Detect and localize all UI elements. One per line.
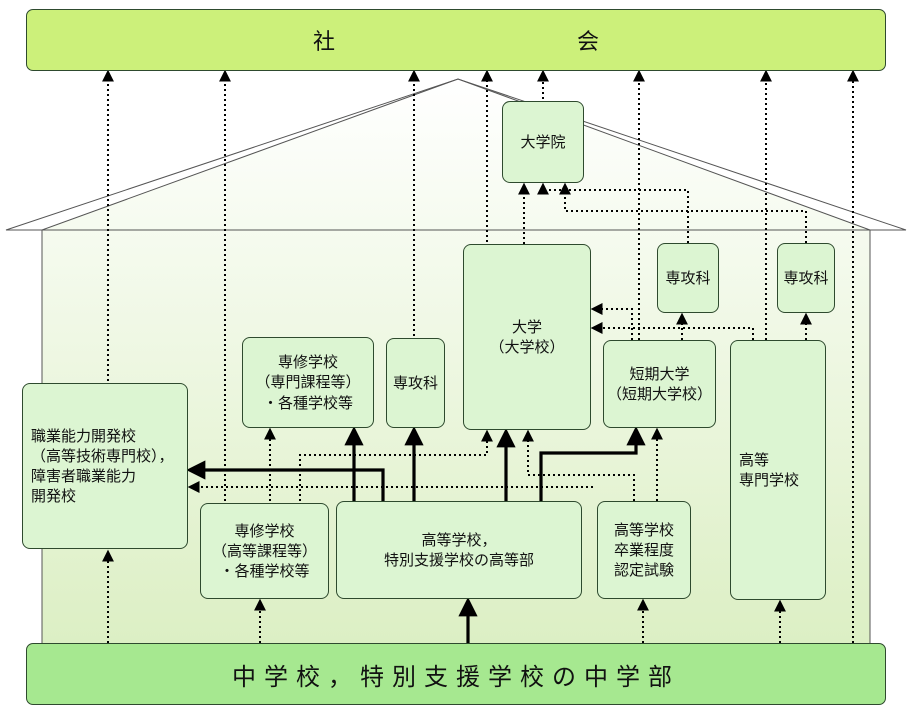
equivalency-exam-label: 高等学校 卒業程度 認定試験: [613, 520, 674, 580]
arrow-adv-univ-to-graduate: [537, 182, 689, 243]
kosen-box: 高等 専門学校: [730, 340, 826, 600]
senmon-specialized-label: 専修学校 （専門課程等） ・各種学校等: [255, 353, 361, 412]
advanced-course-high-school-label: 専攻科: [392, 373, 438, 392]
high-school-label: 高等学校， 特別支援学校の高等部: [383, 530, 534, 569]
arrow-jc-to-univ: [590, 303, 633, 340]
junior-high-label: 中学校，特別支援学校の中学部: [232, 662, 680, 691]
society-bar: 社 会: [26, 9, 886, 71]
house-roof-edge: [5, 78, 907, 231]
arrow-kosen-to-univ: [590, 322, 754, 340]
graduate-school-box: 大学院: [502, 101, 584, 183]
advanced-course-kosen-box: 専攻科: [777, 243, 835, 313]
equivalency-exam-box: 高等学校 卒業程度 認定試験: [597, 501, 691, 599]
advanced-course-university-label: 専攻科: [665, 268, 711, 287]
vocational-school-label: 職業能力開発校 （高等技術専門校）， 障害者職業能力 開発校: [31, 426, 174, 506]
junior-high-bar: 中学校，特別支援学校の中学部: [26, 643, 886, 705]
society-label: 社 会: [312, 30, 599, 55]
arrow-hs-to-vocational: [186, 460, 385, 501]
junior-college-label: 短期大学 （短期大学校）: [606, 364, 712, 403]
arrow-adv-kosen-to-graduate: [559, 182, 807, 243]
advanced-course-university-box: 専攻科: [657, 243, 719, 313]
senmon-upper-box: 専修学校 （高等課程等） ・各種学校等: [200, 503, 329, 599]
arrow-hs-to-jc: [539, 426, 646, 501]
senmon-upper-label: 専修学校 （高等課程等） ・各種学校等: [211, 521, 317, 581]
university-box: 大学 （大学校）: [463, 244, 591, 430]
advanced-course-high-school-box: 専攻科: [386, 338, 445, 428]
graduate-school-label: 大学院: [520, 132, 566, 151]
vocational-school-box: 職業能力開発校 （高等技術専門校）， 障害者職業能力 開発校: [22, 383, 188, 549]
university-label: 大学 （大学校）: [489, 317, 565, 356]
senmon-specialized-box: 専修学校 （専門課程等） ・各種学校等: [242, 337, 374, 428]
kosen-label: 高等 専門学校: [739, 450, 800, 489]
high-school-box: 高等学校， 特別支援学校の高等部: [336, 501, 582, 599]
advanced-course-kosen-label: 専攻科: [783, 268, 829, 287]
arrow-layer: [102, 69, 859, 643]
junior-college-box: 短期大学 （短期大学校）: [603, 340, 716, 428]
